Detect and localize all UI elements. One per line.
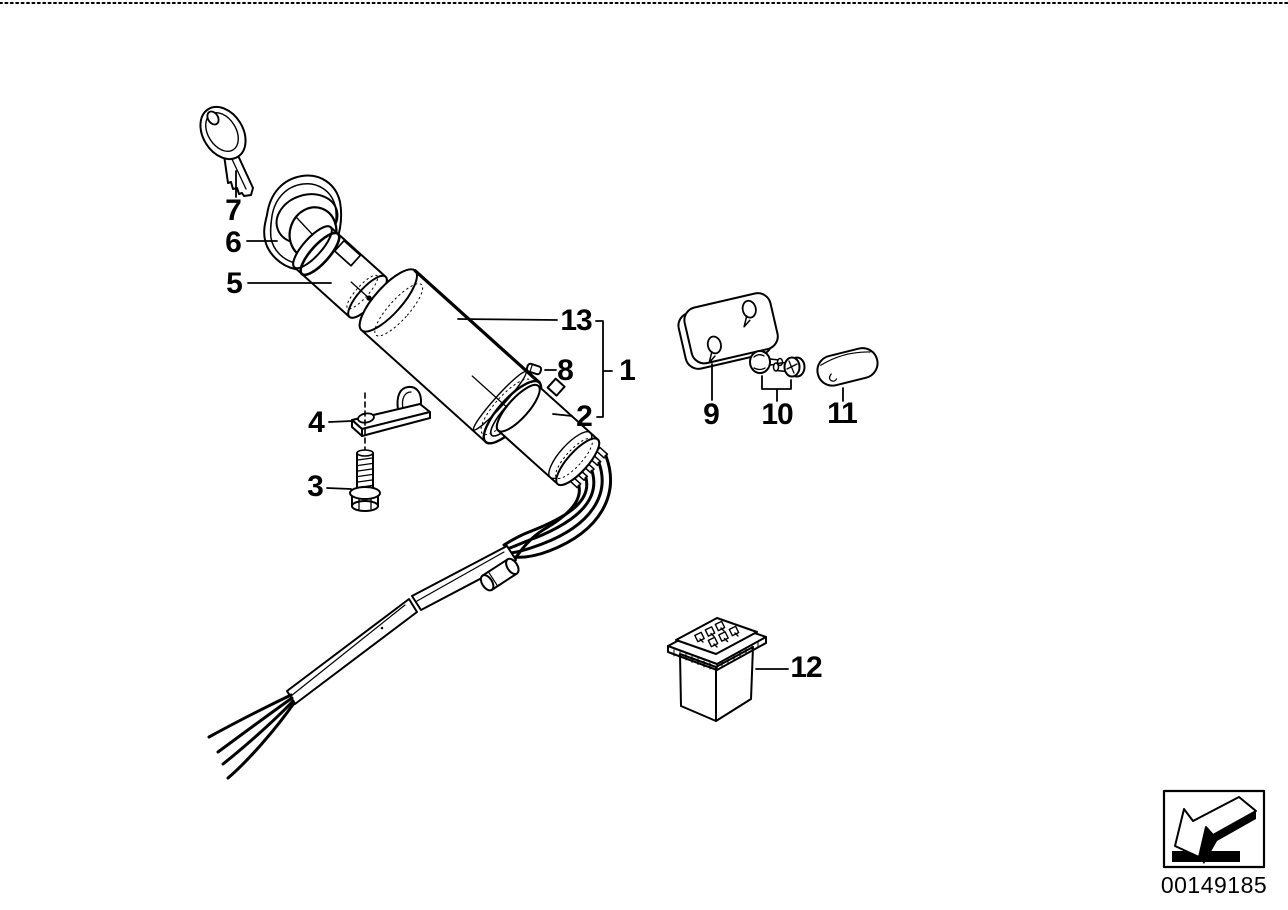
lock-cylinder-drawing bbox=[292, 225, 388, 319]
screw-drawing bbox=[349, 449, 381, 512]
key-drawing bbox=[199, 105, 254, 197]
stamp-number: 00149185 bbox=[1160, 872, 1268, 898]
callout-5[interactable]: 5 bbox=[226, 267, 243, 300]
callout-12[interactable]: 12 bbox=[790, 651, 822, 684]
callout-8[interactable]: 8 bbox=[557, 354, 574, 387]
ignition-switch-drawing bbox=[495, 377, 609, 489]
callout-1[interactable]: 1 bbox=[619, 354, 636, 387]
blanking-cap-drawing bbox=[816, 347, 879, 387]
callout-7[interactable]: 7 bbox=[225, 194, 242, 227]
stamp bbox=[1162, 789, 1266, 869]
callout-11[interactable]: 11 bbox=[827, 397, 858, 430]
callout-2[interactable]: 2 bbox=[576, 400, 593, 433]
callout-6[interactable]: 6 bbox=[225, 226, 242, 259]
bracket-drawing bbox=[351, 385, 431, 452]
ferrule-drawing bbox=[479, 557, 520, 592]
pin-drawing bbox=[525, 362, 543, 376]
callout-9[interactable]: 9 bbox=[703, 398, 720, 431]
callout-3[interactable]: 3 bbox=[307, 470, 324, 503]
screw-pair-drawing bbox=[749, 350, 806, 378]
connector-drawing bbox=[667, 617, 767, 722]
callout-10[interactable]: 10 bbox=[761, 398, 793, 431]
callout-13[interactable]: 13 bbox=[560, 304, 592, 337]
corner-arrow-icon bbox=[1172, 796, 1257, 864]
wiring-harness-drawing bbox=[207, 454, 612, 780]
callout-leader-lines bbox=[235, 170, 844, 670]
cover-plate-drawing bbox=[677, 292, 779, 370]
callout-4[interactable]: 4 bbox=[308, 406, 325, 439]
